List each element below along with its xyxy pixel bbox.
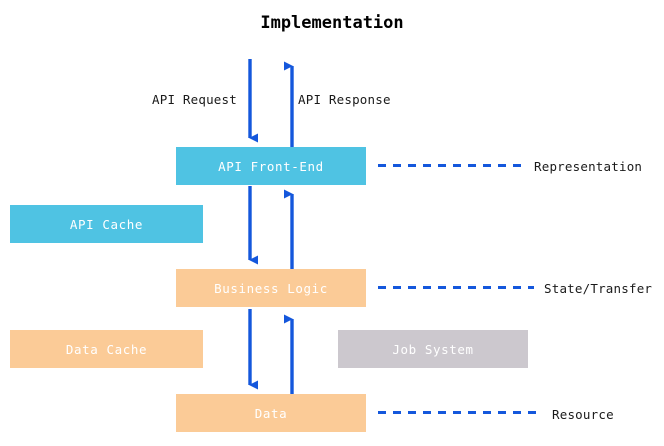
node-data-cache[interactable]: Data Cache <box>10 330 203 368</box>
node-api-front-end[interactable]: API Front-End <box>176 147 366 185</box>
dashed-connector-state-transfer <box>378 286 534 289</box>
tier-label-representation: Representation <box>534 159 643 174</box>
node-api-cache[interactable]: API Cache <box>10 205 203 243</box>
dashed-connector-representation <box>378 164 524 167</box>
page-title: Implementation <box>260 13 404 33</box>
node-business-logic[interactable]: Business Logic <box>176 269 366 307</box>
tier-label-state-transfer: State/Transfer <box>544 281 653 296</box>
node-job-system[interactable]: Job System <box>338 330 528 368</box>
dashed-connector-resource <box>378 411 542 414</box>
flow-label-api-response: API Response <box>298 92 391 107</box>
tier-label-resource: Resource <box>552 407 614 422</box>
flow-label-api-request: API Request <box>152 92 237 107</box>
node-data[interactable]: Data <box>176 394 366 432</box>
